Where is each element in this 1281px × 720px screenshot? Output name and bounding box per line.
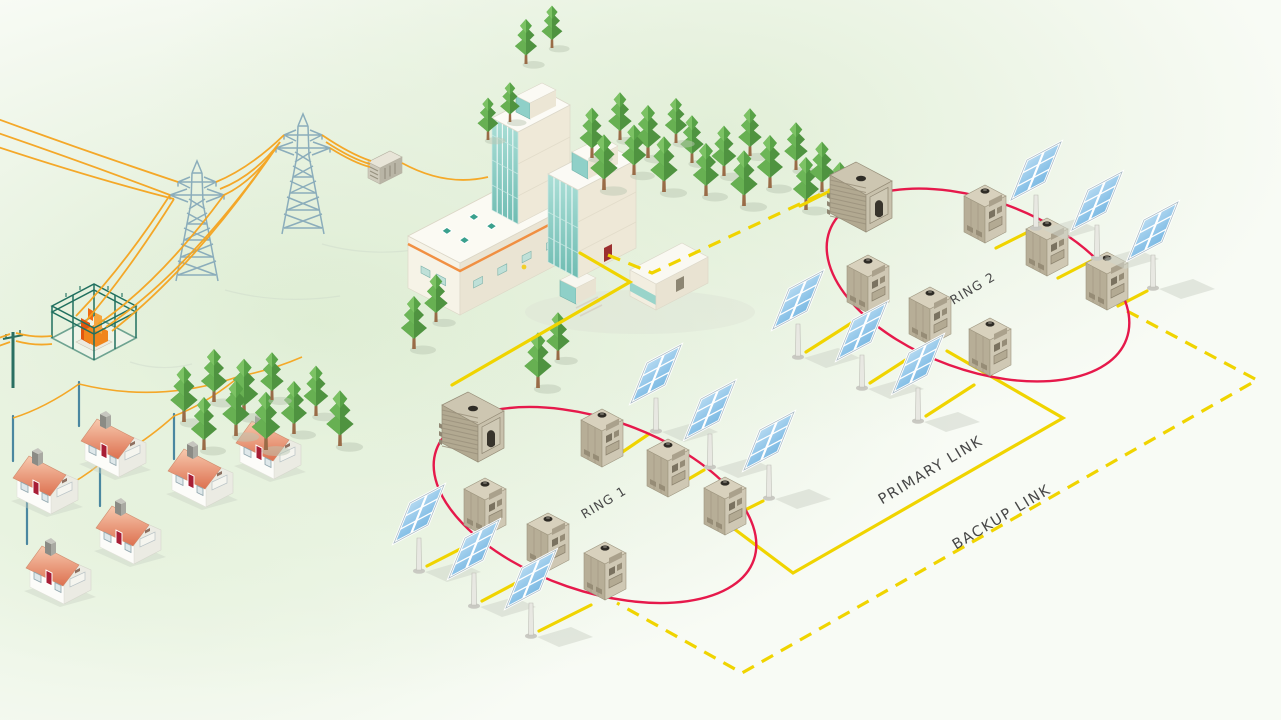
power-lines	[0, 118, 489, 347]
ring-1-cabinet	[580, 408, 624, 468]
ring-2-cabinet	[968, 317, 1012, 377]
backup-link-line	[607, 185, 1261, 675]
transmission-corridor	[0, 113, 489, 388]
building-ground-shadow	[525, 290, 755, 334]
ring-1-cabinet	[646, 438, 690, 498]
ring-2-line	[825, 187, 1131, 383]
low-building-entry	[521, 264, 603, 317]
ring-1-cabinet	[583, 541, 627, 601]
ring-2-cabinet	[908, 286, 952, 346]
ring-1-cabinet	[703, 476, 747, 536]
entry-light	[521, 264, 527, 270]
feeder-transformer-box	[367, 150, 403, 185]
ring-2-cabinet	[963, 184, 1007, 244]
substation	[50, 283, 138, 361]
control-center-tower-a	[491, 82, 571, 225]
